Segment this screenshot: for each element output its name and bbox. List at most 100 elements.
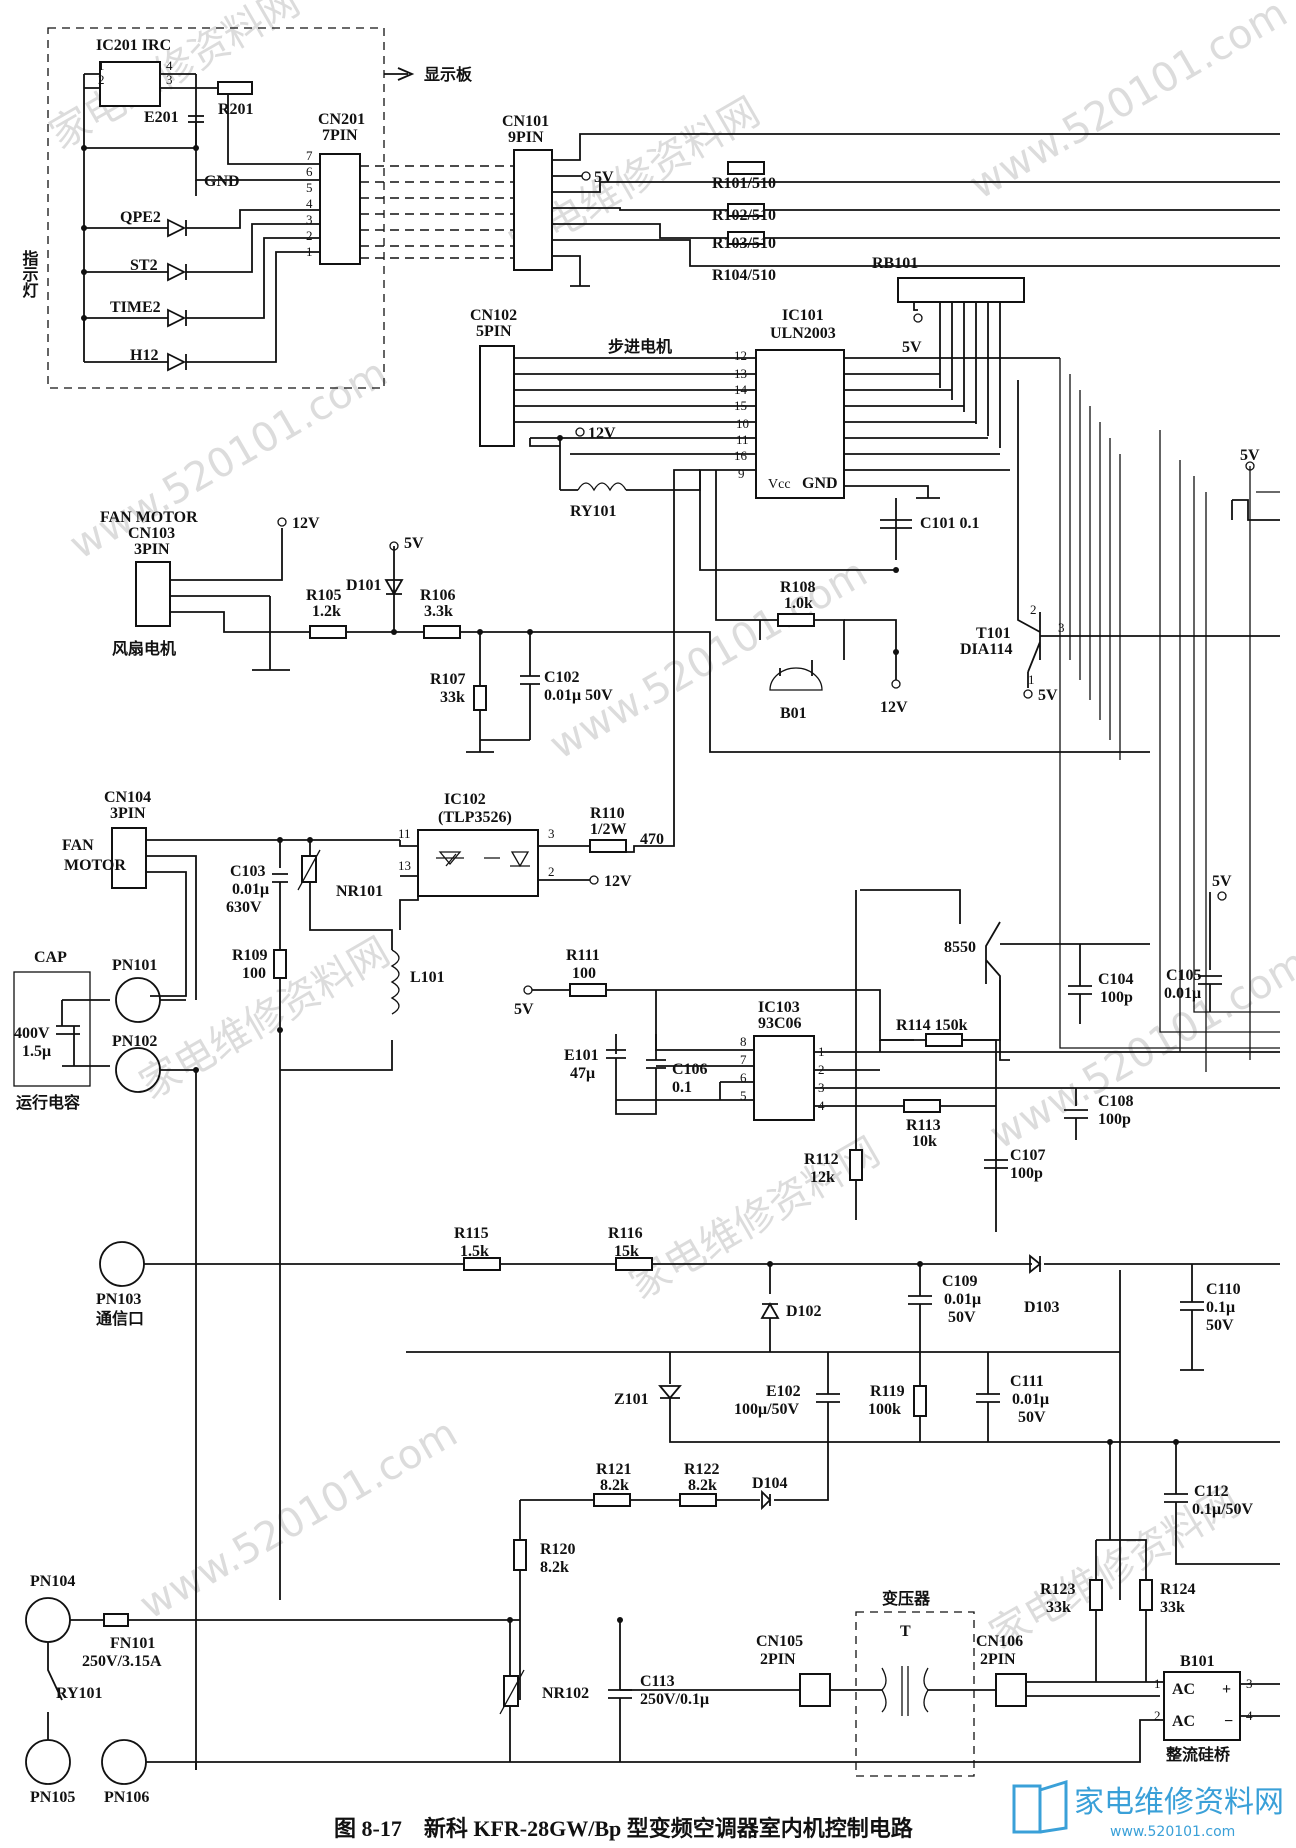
r120-label: R120: [540, 1541, 576, 1558]
r113-label: R113: [906, 1117, 941, 1134]
c111-label: C111: [1010, 1373, 1044, 1390]
fan-motor-cn: 风扇电机: [112, 639, 176, 658]
r105-val: 1.2k: [312, 603, 341, 620]
svg-text:12: 12: [734, 348, 747, 363]
transformer-label: 变压器: [882, 1589, 931, 1608]
r111-label: R111: [566, 947, 600, 964]
svg-text:3: 3: [548, 826, 555, 841]
r108-label: R108: [780, 579, 816, 596]
r106-label: R106: [420, 587, 456, 604]
fan-triac-section: CN104 3PIN FAN MOTOR IC102 (TLP3526) 111…: [62, 469, 700, 1600]
ic103-label: IC103: [758, 999, 800, 1016]
r104-label: R104/510: [712, 267, 776, 284]
ic101-chip: [755, 349, 845, 499]
cap-box: [13, 971, 91, 1087]
watermark-text: 家电维修资料网: [42, 0, 307, 159]
indicator-label: 指示灯: [20, 249, 39, 299]
r122-val: 8.2k: [688, 1477, 717, 1494]
r109-label: R109: [232, 947, 268, 964]
l101-label: L101: [410, 969, 445, 986]
ic102-12v: 12V: [604, 873, 632, 890]
pn104-label: PN104: [30, 1573, 75, 1590]
watermark-url: www.520101.com: [62, 350, 395, 569]
ic102-optotriac: [417, 829, 539, 897]
motor-label: MOTOR: [64, 857, 126, 874]
cn101-pin-label: 9PIN: [508, 129, 544, 146]
c102-label: C102: [544, 669, 580, 686]
e102-label: E102: [766, 1383, 801, 1400]
svg-text:11: 11: [398, 826, 411, 841]
cn101-connector: [513, 149, 553, 271]
svg-text:4: 4: [166, 58, 173, 73]
c112-label: C112: [1194, 1483, 1229, 1500]
r105-label: R105: [306, 587, 342, 604]
fan-motor-section: FAN MOTOR CN103 3PIN 风扇电机 12V R105 1.2k …: [100, 509, 1150, 753]
b101-ac1: AC: [1172, 1681, 1195, 1698]
watermark-url: www.520101.com: [132, 1410, 465, 1629]
watermark-url: www.520101.com: [542, 550, 875, 769]
r112-label: R112: [804, 1151, 839, 1168]
r110-label: R110: [590, 805, 625, 822]
run-capacitor-section: CAP 400V 1.5μ 运行电容 PN101 PN102: [13, 949, 199, 1770]
c106-val: 0.1: [672, 1079, 692, 1096]
d102-label: D102: [786, 1303, 822, 1320]
cn101-section: CN101 9PIN 5V R101/510 R102/510 R103/510…: [502, 113, 1280, 287]
led-time2: TIME2: [81, 237, 320, 328]
ic201-chip: [99, 61, 161, 107]
comm-section: PN103 通信口 R115 1.5k R116 15k D103 D102 C…: [96, 1225, 1280, 1600]
cn105-pin-label: 2PIN: [760, 1651, 796, 1668]
e102-val: 100μ/50V: [734, 1401, 800, 1418]
svg-text:1: 1: [1028, 672, 1035, 687]
book-icon: [1012, 1779, 1068, 1834]
svg-text:7: 7: [306, 148, 313, 163]
svg-text:6: 6: [306, 164, 313, 179]
r123-label: R123: [1040, 1581, 1076, 1598]
cn101-5v-label: 5V: [594, 169, 614, 186]
fn101-val: 250V/3.15A: [82, 1653, 162, 1670]
e201-label: E201: [144, 109, 179, 126]
cn104-pin-label: 3PIN: [110, 805, 146, 822]
svg-text:3: 3: [306, 212, 313, 227]
buzzer-section: R108 1.0k B01 12V T101 DIA114 231 5V: [699, 380, 1280, 722]
pn101-terminal: [115, 977, 161, 1023]
t101-part: DIA114: [960, 641, 1012, 658]
time2-label: TIME2: [110, 299, 161, 316]
r121-val: 8.2k: [600, 1477, 629, 1494]
pn101-label: PN101: [112, 957, 157, 974]
ry101-switch-label: RY101: [56, 1685, 103, 1702]
ic102-part: (TLP3526): [438, 809, 512, 826]
svg-text:1: 1: [98, 58, 105, 73]
rb101-label: RB101: [872, 255, 918, 272]
r122-label: R122: [684, 1461, 720, 1478]
transformer-box: [855, 1611, 975, 1777]
svg-text:2: 2: [548, 864, 555, 879]
svg-text:2: 2: [98, 72, 105, 87]
ribbon-cable: [360, 165, 552, 259]
fn101-fuse: [103, 1613, 129, 1627]
r108-val: 1.0k: [784, 595, 813, 612]
cn103-12v: 12V: [292, 515, 320, 532]
r116-val: 15k: [614, 1243, 639, 1260]
r124-val: 33k: [1160, 1599, 1185, 1616]
c109-val1: 0.01μ: [944, 1291, 981, 1308]
right-5v: 5V: [1240, 447, 1260, 464]
svg-text:7: 7: [740, 1052, 747, 1067]
pn102-label: PN102: [112, 1033, 157, 1050]
cn103-connector: [135, 561, 171, 627]
r123-val: 33k: [1046, 1599, 1071, 1616]
ic101-section: RB101 5V CN102 5PIN 步进电机 IC101 ULN2003 1…: [470, 255, 1060, 560]
c103-val2: 630V: [226, 899, 262, 916]
nr101-label: NR101: [336, 883, 383, 900]
watermark-url: www.520101.com: [982, 940, 1296, 1159]
r114-label: R114 150k: [896, 1017, 968, 1034]
cn105-connector: [799, 1673, 831, 1707]
c113-val: 250V/0.1μ: [640, 1691, 709, 1708]
cn106-pin-label: 2PIN: [980, 1651, 1016, 1668]
r124-label: R124: [1160, 1581, 1196, 1598]
power-section: PN104 FN101 250V/3.15A R120 8.2k RY101 P…: [25, 1500, 1280, 1806]
cap-label: CAP: [34, 949, 67, 966]
svg-text:5: 5: [740, 1088, 747, 1103]
pn103-label: PN103: [96, 1291, 141, 1308]
c113-label: C113: [640, 1673, 675, 1690]
ic201-label: IC201 IRC: [96, 37, 171, 54]
